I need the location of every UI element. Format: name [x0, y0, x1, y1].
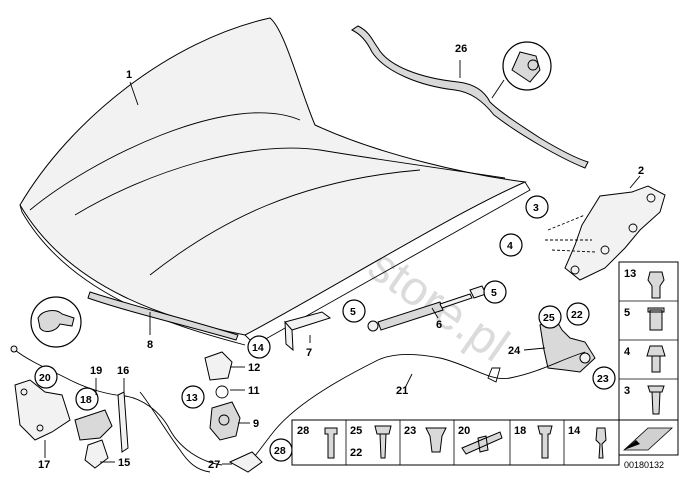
- callout-5b: 5: [491, 287, 497, 299]
- diagram-code: 00180132: [624, 460, 664, 470]
- callout-23: 23: [597, 373, 609, 385]
- callout-25: 25: [543, 312, 555, 324]
- bottom-part-20-label: 20: [458, 425, 470, 437]
- callout-9: 9: [253, 418, 259, 430]
- callout-27: 27: [208, 459, 220, 471]
- callout-4: 4: [507, 240, 513, 252]
- callout-8: 8: [147, 339, 153, 351]
- side-part-3-label: 3: [624, 385, 630, 397]
- hood-seal[interactable]: [87, 291, 239, 341]
- bottom-part-28-label: 28: [297, 425, 309, 437]
- bottom-part-14-label: 14: [568, 425, 581, 437]
- callout-19: 19: [90, 365, 102, 377]
- callout-7: 7: [306, 347, 312, 359]
- hex-screw-icon: [374, 425, 392, 459]
- callout-1: 1: [126, 69, 132, 81]
- bump-stop-icon: [595, 427, 607, 459]
- callout-13: 13: [186, 392, 198, 404]
- callout-18: 18: [80, 394, 92, 406]
- nut-icon: [646, 345, 666, 373]
- callout-24: 24: [508, 345, 521, 357]
- side-part-13-label: 13: [624, 268, 636, 280]
- release-bracket[interactable]: [539, 317, 596, 373]
- bottom-part-22-label: 22: [350, 447, 362, 459]
- ball-stud-icon: [647, 307, 665, 331]
- callout-11: 11: [248, 385, 260, 397]
- bottom-part-25-label: 25: [350, 425, 362, 437]
- grommet-icon: [425, 427, 447, 453]
- screw-icon: [647, 385, 665, 415]
- callout-2: 2: [638, 165, 644, 177]
- side-part-4-label: 4: [624, 346, 631, 358]
- bottom-part-18-label: 18: [514, 425, 526, 437]
- callout-21: 21: [396, 385, 408, 397]
- release-cable[interactable]: [247, 351, 586, 463]
- bottom-part-23-label: 23: [404, 425, 416, 437]
- hood-pad[interactable]: [284, 311, 332, 352]
- bottom-hardware-panel: [291, 419, 620, 466]
- hood-hinge[interactable]: [564, 185, 666, 281]
- hood-latch[interactable]: [204, 351, 241, 441]
- side-hardware-panel: [618, 261, 679, 421]
- callout-6: 6: [436, 319, 442, 331]
- callout-3: 3: [533, 202, 539, 214]
- callout-20: 20: [39, 372, 51, 384]
- seal-detail-view: [30, 296, 82, 348]
- hood-panel[interactable]: [19, 17, 531, 346]
- callout-16: 16: [117, 365, 129, 377]
- callout-17: 17: [38, 459, 50, 471]
- expansion-rivet-icon: [537, 425, 553, 459]
- bolt-icon: [324, 427, 338, 459]
- callout-12: 12: [248, 362, 260, 374]
- release-handle-bracket[interactable]: [14, 379, 71, 441]
- side-part-5-label: 5: [624, 307, 630, 319]
- callout-5a: 5: [350, 306, 356, 318]
- callout-15: 15: [118, 457, 130, 469]
- callout-26: 26: [455, 43, 467, 55]
- cable-clip-icon: [461, 431, 503, 455]
- callout-28: 28: [274, 445, 286, 457]
- brace-detail-view: [502, 41, 552, 91]
- hood-brace[interactable]: [351, 25, 589, 169]
- gas-strut[interactable]: [367, 285, 487, 332]
- release-handle[interactable]: [74, 409, 113, 469]
- callout-22: 22: [571, 309, 583, 321]
- clip-icon: [647, 271, 665, 299]
- direction-arrow-box: [618, 419, 679, 456]
- callout-14: 14: [252, 342, 264, 354]
